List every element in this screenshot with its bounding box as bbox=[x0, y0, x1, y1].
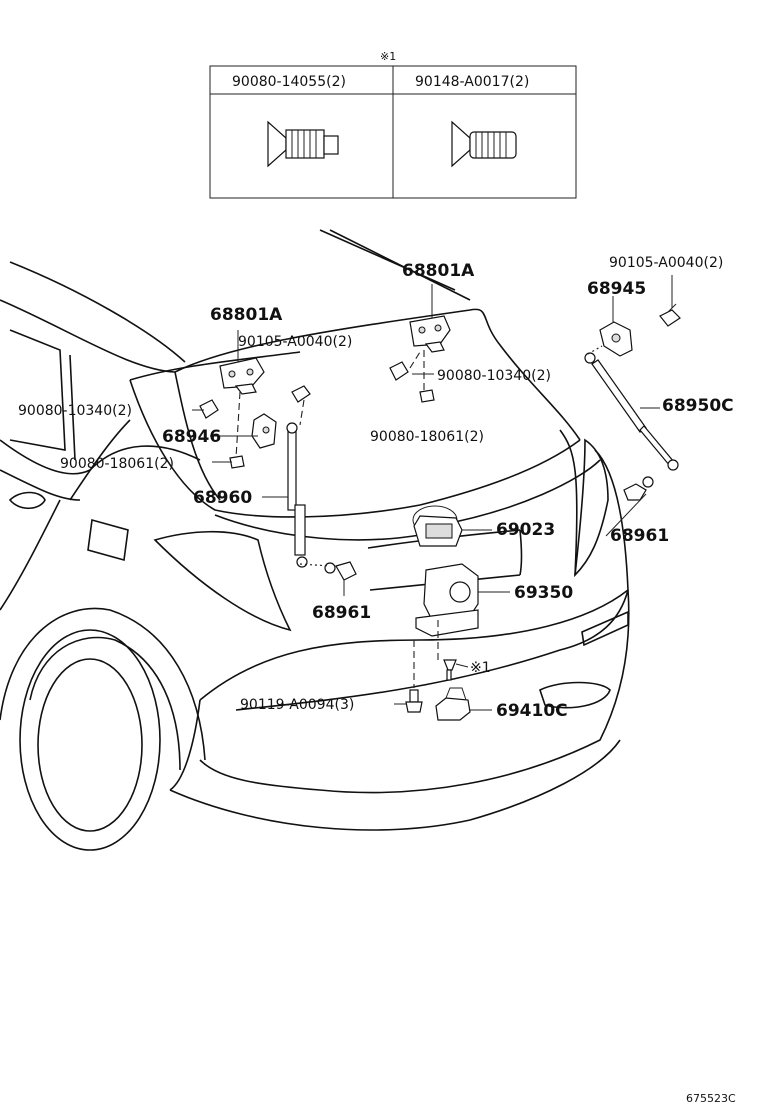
screw-90148-A0017-icon bbox=[451, 120, 517, 168]
bracket-68946[interactable] bbox=[251, 413, 277, 449]
label-ref-1: ※1 bbox=[470, 660, 491, 676]
label-69350: 69350 bbox=[514, 583, 573, 603]
hinge-left-68801A[interactable] bbox=[219, 357, 265, 395]
label-90080-10340-left: 90080-10340(2) bbox=[18, 403, 132, 419]
label-68946: 68946 bbox=[162, 427, 221, 447]
inset-part-1: 90080-14055(2) bbox=[232, 74, 346, 90]
label-90105-left: 90105-A0040(2) bbox=[238, 334, 352, 350]
label-68960: 68960 bbox=[193, 488, 252, 508]
label-90105-right: 90105-A0040(2) bbox=[609, 255, 723, 271]
diagram-id: 675523C bbox=[686, 1092, 736, 1105]
inset-ref-mark: ※1 bbox=[380, 50, 396, 63]
bolt-90080-10340-left[interactable] bbox=[199, 399, 219, 419]
switch-69023[interactable] bbox=[413, 515, 463, 547]
ball-stud-68961-right[interactable] bbox=[623, 476, 654, 501]
leader-lines bbox=[192, 275, 673, 711]
fastener-inset-table: ※1 90080-14055(2) 90148-A0017(2) bbox=[209, 50, 577, 199]
bolt-90105-right[interactable] bbox=[659, 303, 681, 327]
label-90119-A0094: 90119-A0094(3) bbox=[240, 697, 354, 713]
label-68961-left: 68961 bbox=[312, 603, 371, 623]
gas-strut-68950C[interactable] bbox=[584, 352, 679, 471]
vehicle-rear-outline bbox=[0, 229, 630, 851]
callout-labels: 68801A 68801A 90105-A0040(2) 90105-A0040… bbox=[18, 255, 736, 1105]
label-90080-10340-right: 90080-10340(2) bbox=[437, 368, 551, 384]
ball-stud-68961-left[interactable] bbox=[324, 561, 357, 581]
inset-part-2: 90148-A0017(2) bbox=[415, 74, 529, 90]
striker-69410C[interactable] bbox=[435, 687, 471, 721]
bracket-68945[interactable] bbox=[599, 321, 633, 357]
nut-90080-18061-left[interactable] bbox=[229, 455, 245, 469]
nut-90080-18061-right[interactable] bbox=[419, 389, 435, 403]
label-69023: 69023 bbox=[496, 520, 555, 540]
label-68801A-left: 68801A bbox=[210, 305, 283, 325]
screw-ref-1[interactable] bbox=[443, 659, 457, 681]
gas-strut-68960[interactable] bbox=[286, 422, 308, 568]
hinge-right-68801A[interactable] bbox=[409, 315, 451, 353]
label-69410C: 69410C bbox=[496, 701, 568, 721]
bolt-90080-10340-right[interactable] bbox=[389, 361, 409, 381]
label-90080-18061-right: 90080-18061(2) bbox=[370, 429, 484, 445]
lock-assembly-69350[interactable] bbox=[415, 563, 479, 637]
label-68945: 68945 bbox=[587, 279, 646, 299]
bolt-90105-left[interactable] bbox=[291, 385, 311, 403]
bolt-90119-A0094[interactable] bbox=[405, 689, 423, 713]
label-90080-18061-left: 90080-18061(2) bbox=[60, 456, 174, 472]
label-68801A-right: 68801A bbox=[402, 261, 475, 281]
label-68961-right: 68961 bbox=[610, 526, 669, 546]
label-68950C: 68950C bbox=[662, 396, 734, 416]
screw-90080-14055-icon bbox=[267, 120, 339, 168]
